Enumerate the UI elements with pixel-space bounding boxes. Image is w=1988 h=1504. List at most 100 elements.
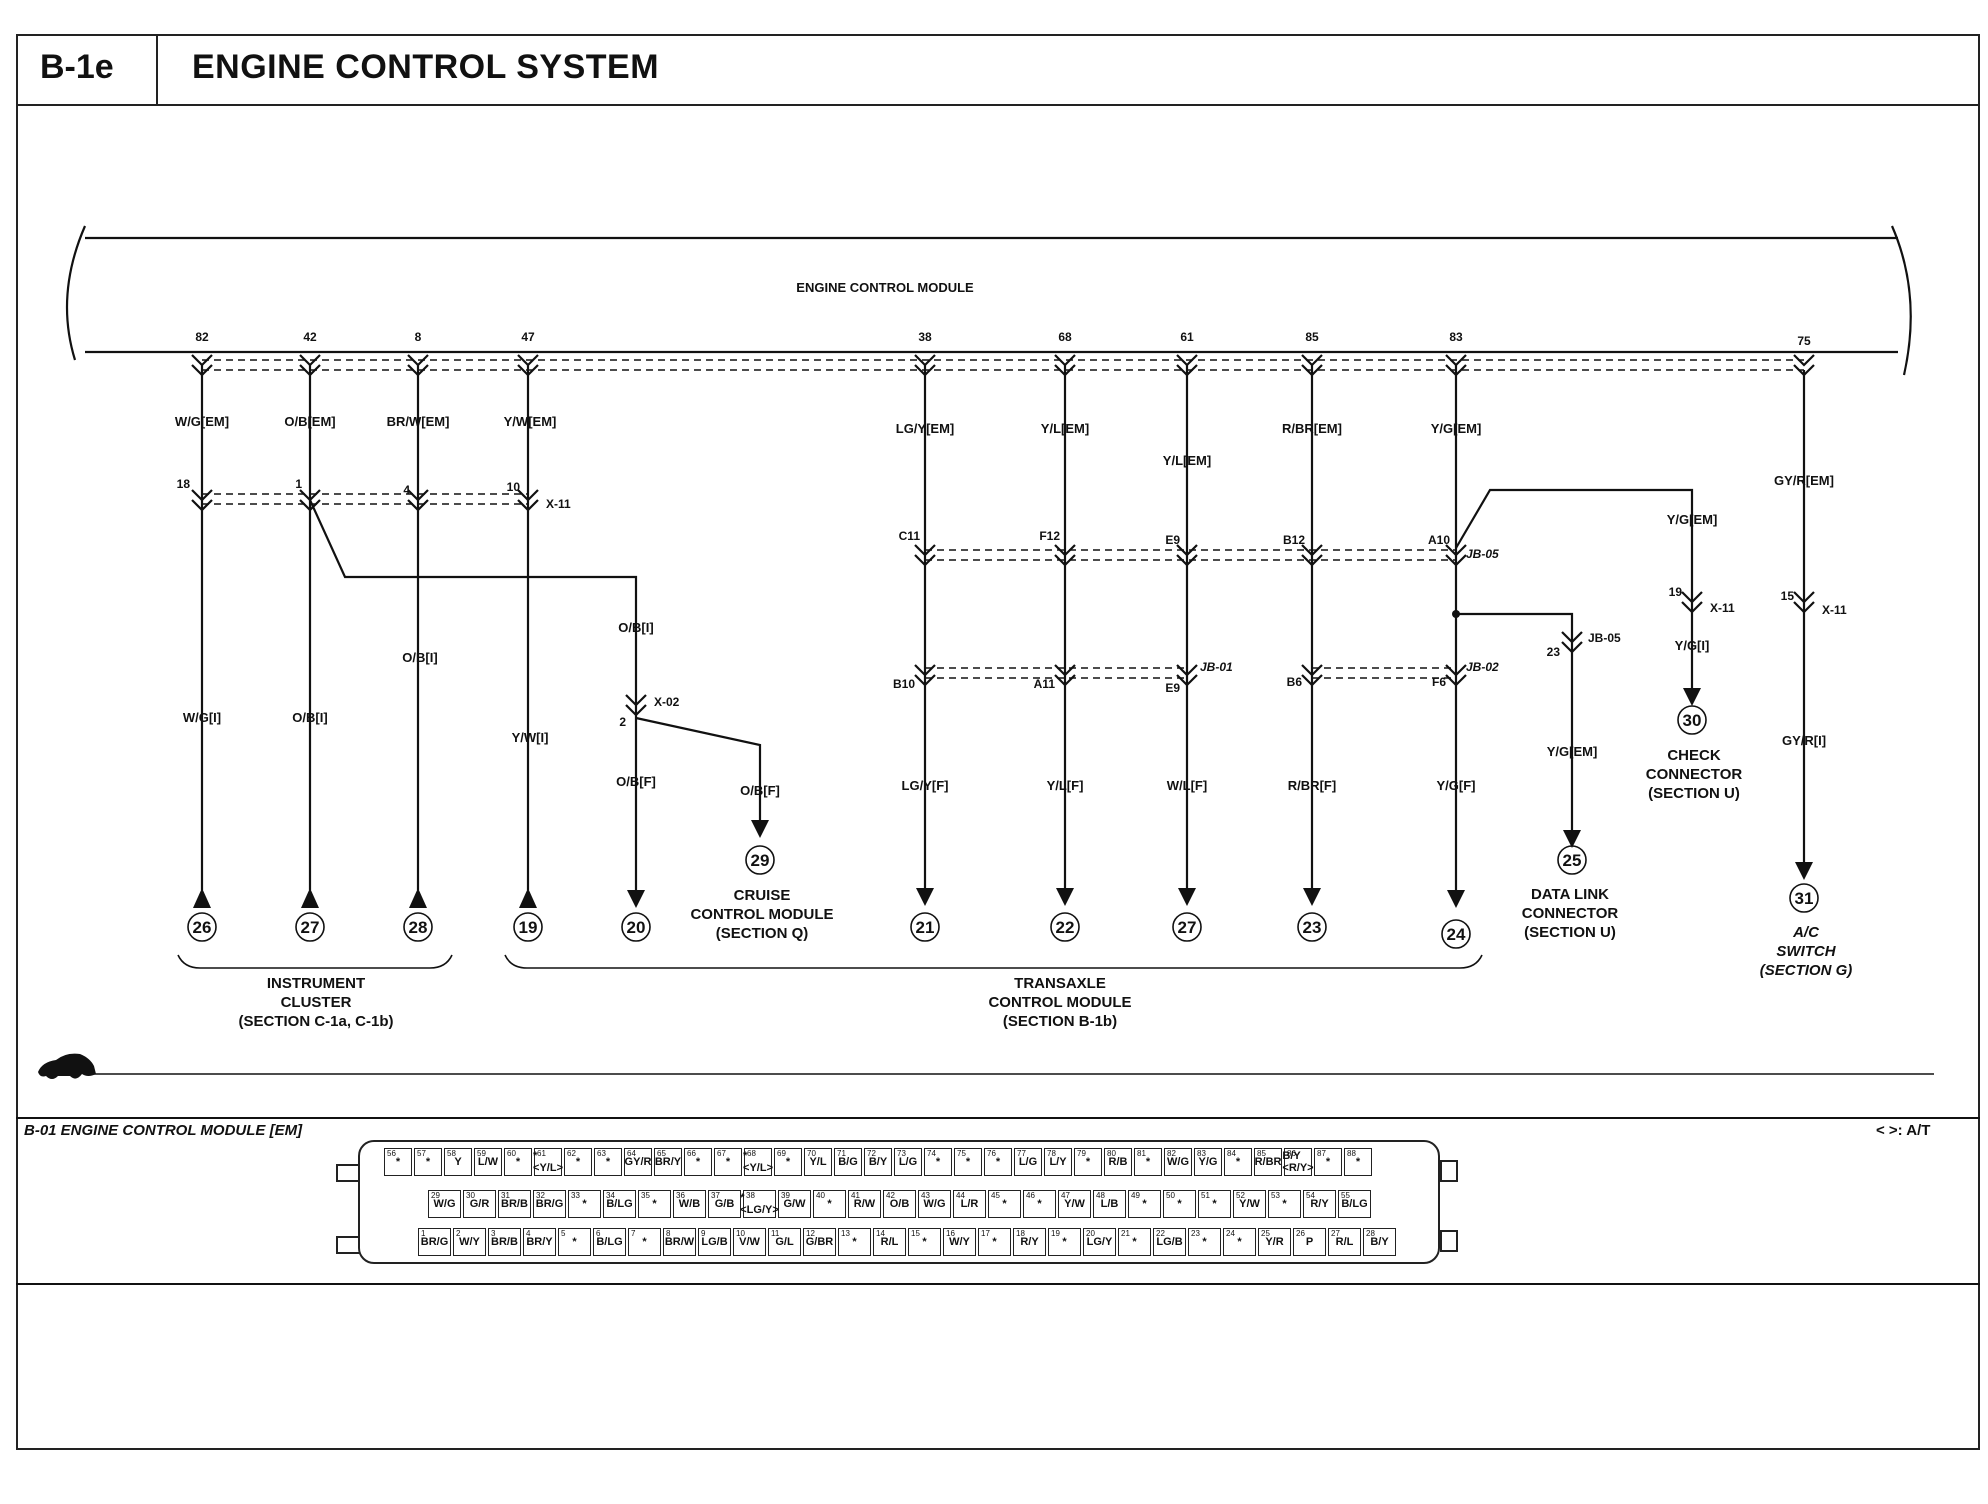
- connector-pin-number: 37: [711, 1191, 720, 1200]
- connector-pin-wire: *: [425, 1156, 431, 1168]
- svg-text:O/B[F]: O/B[F]: [740, 783, 780, 798]
- svg-text:CONNECTOR: CONNECTOR: [1646, 766, 1743, 783]
- connector-pin-wire: *: [1132, 1236, 1137, 1248]
- connector-pin-number: 68: [747, 1149, 756, 1158]
- connector-pin-cell: 74*: [924, 1148, 952, 1176]
- connector-pin-cell: 38* <LG/Y>: [740, 1190, 779, 1218]
- svg-text:B10: B10: [893, 677, 915, 691]
- connector-pin-number: 24: [1226, 1229, 1235, 1238]
- connector-pin-wire: Y/R: [1265, 1236, 1284, 1248]
- connector-pin-wire: G/R: [469, 1198, 490, 1210]
- connector-pin-wire: *: [1177, 1198, 1182, 1210]
- svg-text:W/L[F]: W/L[F]: [1167, 778, 1207, 793]
- connector-pin-wire: *: [572, 1236, 577, 1248]
- connector-pin-wire: *: [1037, 1198, 1042, 1210]
- connector-pin-wire: R/L: [1335, 1236, 1354, 1248]
- svg-text:24: 24: [1447, 925, 1466, 944]
- captions: CRUISE CONTROL MODULE (SECTION Q) INSTRU…: [238, 747, 1852, 1030]
- transaxle-bracket: [504, 954, 1483, 969]
- connector-latch-left-bottom: [336, 1236, 360, 1254]
- connector-pin-number: 48: [1096, 1191, 1105, 1200]
- connector-pin-number: 78: [1047, 1149, 1056, 1158]
- ecm-box: [65, 225, 1912, 376]
- connector-pin-number: 86: [1287, 1149, 1296, 1158]
- connector-pin-cell: 33*: [568, 1190, 601, 1218]
- connector-pin-wire: GY/R: [624, 1156, 652, 1168]
- connector-pin-wire: L/R: [960, 1198, 979, 1210]
- connector-pin-wire: *: [992, 1236, 997, 1248]
- connector-pin-number: 27: [1331, 1229, 1340, 1238]
- svg-text:B12: B12: [1283, 533, 1305, 547]
- svg-text:E9: E9: [1165, 533, 1180, 547]
- connector-pin-wire: R/L: [880, 1236, 899, 1248]
- connector-pin-wire: *: [1237, 1236, 1242, 1248]
- page-frame: [16, 34, 1980, 1450]
- connector-pin-number: 87: [1317, 1149, 1326, 1158]
- connector-pin-wire: BR/G: [535, 1198, 564, 1210]
- connector-pin-wire: B/LG: [606, 1198, 633, 1210]
- connector-pin-number: 29: [431, 1191, 440, 1200]
- connector-pin-cell: 46*: [1023, 1190, 1056, 1218]
- connector-pin-cell: 63*: [594, 1148, 622, 1176]
- connector-pin-wire: *: [515, 1156, 521, 1168]
- svg-text:25: 25: [1563, 851, 1582, 870]
- connector-pin-number: 23: [1191, 1229, 1200, 1238]
- connector-pin-number: 4: [526, 1229, 531, 1238]
- svg-text:(SECTION U): (SECTION U): [1524, 924, 1616, 941]
- connector-pin-cell: 24*: [1223, 1228, 1256, 1256]
- connector-pin-wire: *: [827, 1198, 832, 1210]
- connector-pin-wire: LG/B: [1156, 1236, 1183, 1248]
- reference-circles: [187, 705, 1819, 949]
- connector-pin-wire: Y/G: [1198, 1156, 1218, 1168]
- connector-pin-wire: O/B: [889, 1198, 910, 1210]
- connector-pin-wire: W/Y: [459, 1236, 480, 1248]
- svg-text:23: 23: [1547, 645, 1561, 659]
- svg-text:Y/L[F]: Y/L[F]: [1047, 778, 1084, 793]
- connector-pin-number: 45: [991, 1191, 1000, 1200]
- svg-text:BR/W[EM]: BR/W[EM]: [387, 414, 450, 429]
- connector-pin-number: 83: [1197, 1149, 1206, 1158]
- connector-pin-wire: W/B: [678, 1198, 701, 1210]
- svg-text:GY/R[EM]: GY/R[EM]: [1774, 473, 1834, 488]
- connector-pin-number: 47: [1061, 1191, 1070, 1200]
- svg-text:30: 30: [1683, 711, 1702, 730]
- svg-text:4: 4: [403, 483, 410, 497]
- connector-pin-wire: LG/Y: [1086, 1236, 1113, 1248]
- connector-pin-number: 8: [666, 1229, 671, 1238]
- svg-text:A10: A10: [1428, 533, 1450, 547]
- connector-pin-number: 26: [1296, 1229, 1305, 1238]
- connector-pin-number: 11: [771, 1229, 780, 1238]
- svg-text:27: 27: [1178, 918, 1197, 937]
- svg-text:(SECTION Q): (SECTION Q): [716, 925, 809, 942]
- instrument-bracket: [177, 954, 453, 969]
- svg-text:Y/G[I]: Y/G[I]: [1675, 638, 1710, 653]
- ecm-pin: 75: [1797, 334, 1811, 348]
- ecm-connector-face: [358, 1140, 1440, 1264]
- ecm-pin-numbers: 82 42 8 47 38 68 61 85 83 75: [195, 330, 1811, 348]
- connector-pin-wire: *: [725, 1156, 731, 1168]
- connector-pin-wire: *: [852, 1236, 857, 1248]
- connector-pin-number: 71: [837, 1149, 846, 1158]
- connector-pin-number: 41: [851, 1191, 860, 1200]
- connector-pin-number: 30: [466, 1191, 475, 1200]
- svg-text:26: 26: [193, 918, 212, 937]
- svg-text:R/BR[F]: R/BR[F]: [1288, 778, 1336, 793]
- connector-pin-cell: 15*: [908, 1228, 941, 1256]
- connector-pin-cell: 51*: [1198, 1190, 1231, 1218]
- connector-pin-cell: 62*: [564, 1148, 592, 1176]
- svg-text:O/B[I]: O/B[I]: [292, 710, 327, 725]
- ecm-pin: 38: [918, 330, 932, 344]
